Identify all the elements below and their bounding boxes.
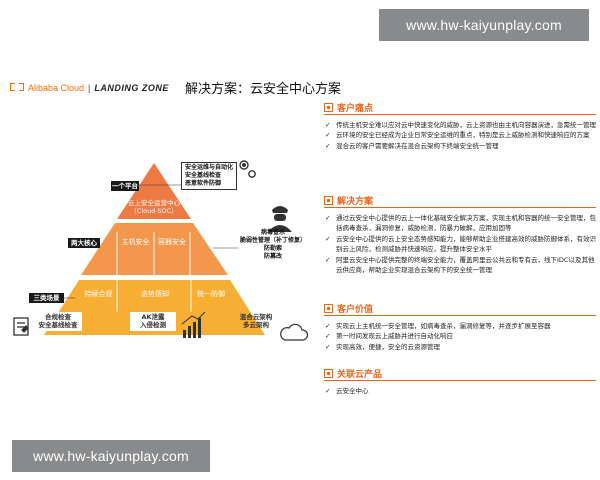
gear-icon <box>239 160 256 178</box>
situational-awareness-label: 态势感知 <box>141 290 169 298</box>
value-list: 实现云上主机统一安全管理，如病毒查杀，漏洞修复等，并逐步扩展至容器 第一时间发现… <box>324 321 600 353</box>
tag-three-scenarios: 三类场景 <box>29 293 64 303</box>
brand-name: Alibaba Cloud <box>28 83 85 93</box>
section-pain-points-heading: 客户痛点 <box>324 101 373 114</box>
tag-platform: 一个平台 <box>111 181 139 191</box>
divider <box>324 315 596 316</box>
list-item: 传统主机安全难以应对云中快速变化的威胁，云上资源也由主机向容器演进，急需统一管理 <box>324 120 600 131</box>
brand-logo: Alibaba Cloud | LANDING ZONE <box>10 81 169 95</box>
pain-points-list: 传统主机安全难以应对云中快速变化的威胁，云上资源也由主机向容器演进，急需统一管理… <box>324 120 600 152</box>
list-item: 实现云上主机统一安全管理，如病毒查杀，漏洞修复等，并逐步扩展至容器 <box>324 321 600 332</box>
product-icon <box>324 369 333 378</box>
watermark-bottom: www.hw-kaiyunplay.com <box>12 440 210 472</box>
related-products-list: 云安全中心 <box>324 386 600 397</box>
cloud-arch-callout: 混合云架构 多云架构 <box>239 313 273 329</box>
list-item: 混合云的客户需要解决在混合云架构下终端安全统一管理 <box>324 141 600 152</box>
pyramid-top-tier <box>117 163 191 219</box>
section-related-products-heading: 关联云产品 <box>324 367 382 380</box>
host-security-label: 主机安全 <box>121 238 150 246</box>
divider <box>324 114 596 115</box>
list-item: 实现高效，便捷，安全的云资源管理 <box>324 342 600 353</box>
ak-leak-callout: AK泄露 入侵检测 <box>130 312 176 331</box>
cloud-icon <box>280 323 309 341</box>
hacker-icon <box>268 206 292 232</box>
cloud-soc-label: 云上安全运营中心 （Cloud SOC） <box>128 199 180 215</box>
list-item: 第一时间发现云上威胁并进行自动化响应 <box>324 331 600 342</box>
list-item: 阿里云安全中心提供完整的终端安全能力，覆盖阿里云公共云和专有云，线下IDC以及其… <box>324 255 600 276</box>
ops-callout: 安全运维与自动化 安全基线检查 恶意软件防御 <box>181 162 237 190</box>
brand-separator: | <box>88 83 91 93</box>
unified-defense-label: 统一防御 <box>197 290 225 298</box>
section-solution-heading: 解决方案 <box>324 194 373 207</box>
pyramid-bottom-tier <box>44 280 265 335</box>
page-title: 解决方案：云安全中心方案 <box>185 82 342 97</box>
divider <box>324 380 596 381</box>
divider <box>324 207 596 208</box>
solution-list: 通过云安全中心提供的云上一体化基础安全解决方案，实现主机和容器的统一安全管理，包… <box>324 213 600 275</box>
growth-chart-icon <box>181 311 206 338</box>
watermark-top: www.hw-kaiyunplay.com <box>379 9 589 41</box>
tag-two-cores: 两大核心 <box>68 238 100 248</box>
warning-icon <box>324 103 333 112</box>
list-item: 通过云安全中心提供的云上一体化基础安全解决方案，实现主机和容器的统一安全管理，包… <box>324 213 600 234</box>
solution-icon <box>324 196 333 205</box>
list-item: 云环境的安全已经成为企业日常安全运维的重点，特别是云上威胁检测和快速响应的方案 <box>324 130 600 141</box>
alibaba-cloud-logo-icon <box>10 83 24 93</box>
threat-callout: 病毒查杀 脆弱性管理（补丁修复） 防勒索 防篡改 <box>239 229 306 260</box>
section-value-heading: 客户价值 <box>324 302 373 315</box>
list-item: 云安全中心提供的云上安全态势感知能力，能够帮助企业搭建高效的威胁防御体系，有效识… <box>324 234 600 255</box>
value-icon <box>324 304 333 313</box>
continuous-compliance-label: 持续合规 <box>84 290 113 298</box>
compliance-callout: 合规检查 安全基线检查 <box>34 312 82 331</box>
product-name: LANDING ZONE <box>94 83 169 93</box>
document-icon <box>13 317 29 336</box>
container-security-label: 容器安全 <box>158 238 186 246</box>
list-item: 云安全中心 <box>324 386 600 397</box>
